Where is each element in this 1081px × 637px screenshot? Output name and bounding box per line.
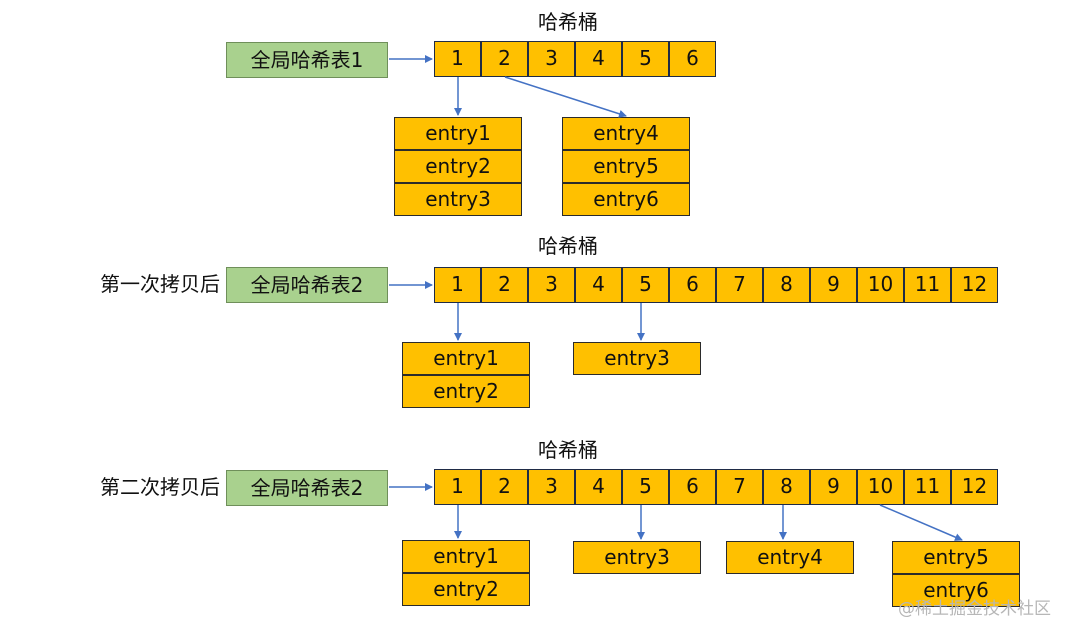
global-hash-table-2: 全局哈希表2	[226, 470, 388, 506]
arrow-bucket10-to-entries	[879, 504, 963, 541]
bucket-cell: 1	[434, 41, 481, 77]
bucket-cell: 11	[904, 469, 951, 505]
entry-box: entry2	[402, 573, 530, 606]
bucket-cell: 8	[763, 469, 810, 505]
bucket-cell: 4	[575, 267, 622, 303]
entry-box: entry5	[892, 541, 1020, 574]
bucket-cell: 6	[669, 469, 716, 505]
entry-box: entry3	[394, 183, 522, 216]
row-label-second-copy: 第二次拷贝后	[100, 475, 220, 499]
bucket-cell: 4	[575, 469, 622, 505]
watermark: @稀土掘金技术社区	[898, 599, 1051, 619]
bucket-cell: 9	[810, 469, 857, 505]
bucket-cell: 11	[904, 267, 951, 303]
bucket-cell: 2	[481, 41, 528, 77]
arrow-bucket2-to-entries	[504, 76, 627, 118]
global-hash-table-2: 全局哈希表2	[226, 267, 388, 303]
entry-box: entry5	[562, 150, 690, 183]
section3-title: 哈希桶	[538, 438, 598, 462]
bucket-cell: 3	[528, 469, 575, 505]
bucket-cell: 6	[669, 41, 716, 77]
section1-title: 哈希桶	[538, 10, 598, 34]
bucket-cell: 12	[951, 267, 998, 303]
bucket-cell: 2	[481, 469, 528, 505]
entry-box: entry3	[573, 342, 701, 375]
bucket-cell: 1	[434, 267, 481, 303]
entry-box: entry1	[402, 540, 530, 573]
entry-box: entry1	[402, 342, 530, 375]
entry-box: entry4	[562, 117, 690, 150]
entry-box: entry6	[562, 183, 690, 216]
bucket-cell: 9	[810, 267, 857, 303]
bucket-cell: 10	[857, 267, 904, 303]
entry-box: entry2	[402, 375, 530, 408]
bucket-cell: 5	[622, 41, 669, 77]
entry-box: entry1	[394, 117, 522, 150]
global-hash-table-1: 全局哈希表1	[226, 42, 388, 78]
entry-box: entry3	[573, 541, 701, 574]
entry-box: entry6	[892, 574, 1020, 607]
entry-box: entry2	[394, 150, 522, 183]
bucket-cell: 7	[716, 469, 763, 505]
bucket-cell: 5	[622, 469, 669, 505]
bucket-cell: 3	[528, 41, 575, 77]
bucket-cell: 7	[716, 267, 763, 303]
bucket-cell: 2	[481, 267, 528, 303]
bucket-cell: 1	[434, 469, 481, 505]
bucket-cell: 12	[951, 469, 998, 505]
bucket-cell: 4	[575, 41, 622, 77]
bucket-cell: 6	[669, 267, 716, 303]
entry-box: entry4	[726, 541, 854, 574]
bucket-cell: 3	[528, 267, 575, 303]
row-label-first-copy: 第一次拷贝后	[100, 272, 220, 296]
bucket-cell: 5	[622, 267, 669, 303]
bucket-cell: 8	[763, 267, 810, 303]
section2-title: 哈希桶	[538, 234, 598, 258]
